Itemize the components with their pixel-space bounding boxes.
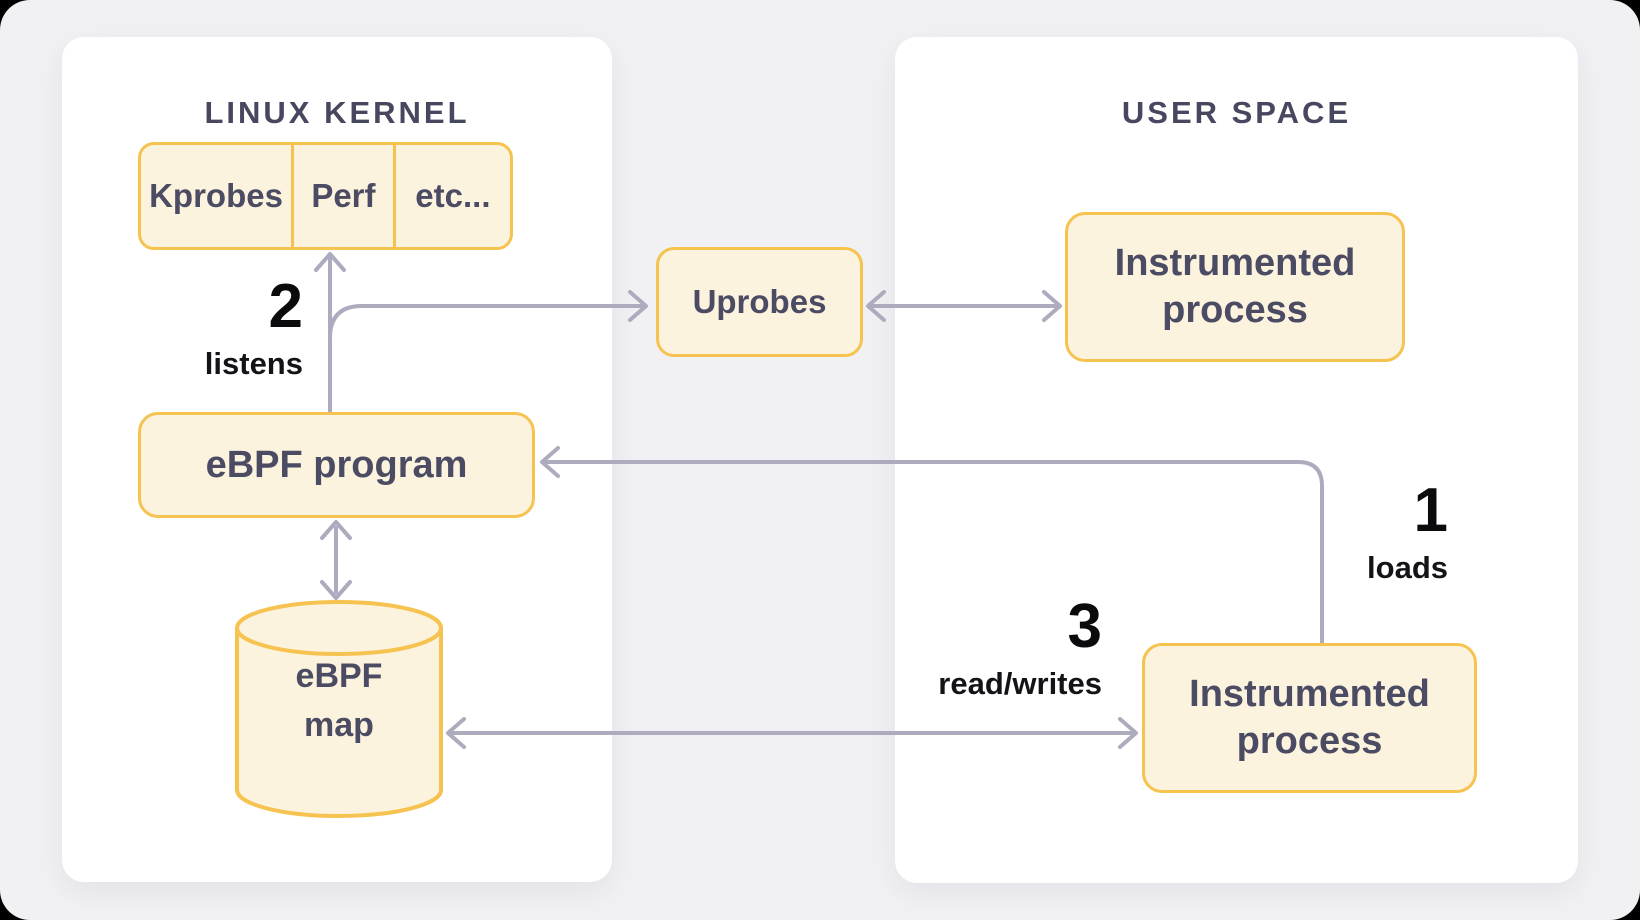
kernel-to-uprobes-arrow xyxy=(328,290,648,340)
program-map-arrow xyxy=(320,520,352,600)
uprobes-process-arrow xyxy=(866,290,1062,322)
kprobes-cell: Kprobes xyxy=(149,177,283,214)
instrumented-process-bottom-node: Instrumented process xyxy=(1142,643,1477,793)
annotation-read-writes-number: 3 xyxy=(1067,592,1102,661)
annotation-loads-number: 1 xyxy=(1413,476,1448,545)
annotation-listens: 2 listens xyxy=(63,276,303,382)
annotation-listens-label: listens xyxy=(204,346,303,381)
probe-sources-row: Kprobes Perf etc... xyxy=(138,142,513,250)
ebpf-map-label: eBPF map xyxy=(295,657,383,745)
perf-cell: Perf xyxy=(291,145,393,247)
annotation-loads-label: loads xyxy=(1367,550,1448,585)
etc-cell: etc... xyxy=(392,145,510,247)
ebpf-program-node: eBPF program xyxy=(138,412,535,518)
annotation-read-writes-label: read/writes xyxy=(938,666,1102,701)
annotation-listens-number: 2 xyxy=(268,272,303,341)
user-space-title: USER SPACE xyxy=(1121,95,1352,130)
annotation-read-writes: 3 read/writes xyxy=(802,596,1102,702)
instrumented-process-top-node: Instrumented process xyxy=(1065,212,1405,362)
uprobes-node: Uprobes xyxy=(656,247,863,357)
ebpf-map-cylinder xyxy=(235,600,443,818)
map-process-arrow xyxy=(446,717,1138,749)
annotation-loads: 1 loads xyxy=(1208,480,1448,586)
loads-arrow xyxy=(540,446,1324,645)
linux-kernel-title: LINUX KERNEL xyxy=(204,95,470,130)
